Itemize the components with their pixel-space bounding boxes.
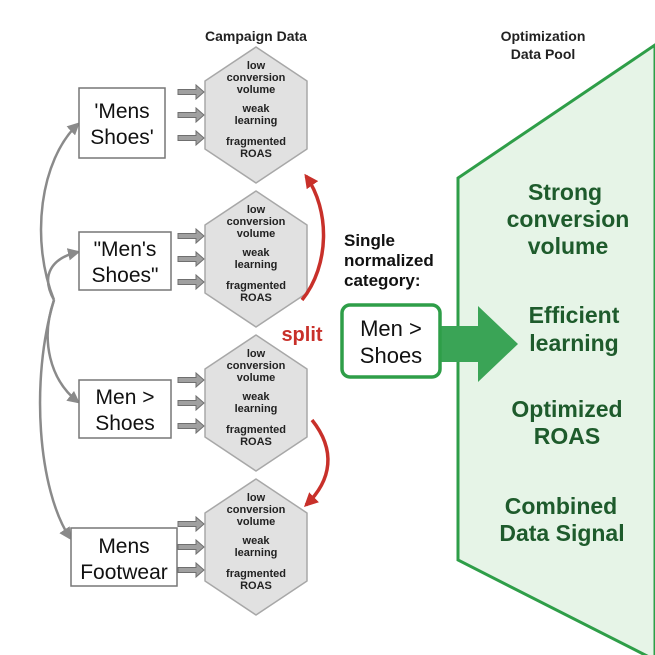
hexagon-label: volume xyxy=(237,372,276,384)
hexagon-shape xyxy=(204,46,308,184)
source-connectors xyxy=(38,122,81,541)
hexagon-label: weak xyxy=(242,103,271,115)
hexagon-label: conversion xyxy=(227,216,286,228)
connector-to-mens-footwear xyxy=(38,299,72,541)
hexagon-label: ROAS xyxy=(240,292,272,304)
hexagon-label: volume xyxy=(237,84,276,96)
hexagon-label: volume xyxy=(237,516,276,528)
source-label-line1: Mens xyxy=(98,535,149,558)
connector-to-mens-apostrophe-shoes xyxy=(46,248,81,301)
source-box-mens-apostrophe-shoes: "Men's Shoes" xyxy=(78,231,172,291)
small-arrow xyxy=(177,83,205,101)
hexagon-label: fragmented xyxy=(226,136,286,148)
hexagon-label: ROAS xyxy=(240,148,272,160)
normalized-caption-line3: category: xyxy=(344,271,421,290)
small-arrow xyxy=(177,129,205,147)
small-arrow xyxy=(177,273,205,291)
hexagon-shape xyxy=(204,334,308,472)
hexagon-shape xyxy=(204,190,308,328)
hexagon-label: fragmented xyxy=(226,424,286,436)
hexagon-label: learning xyxy=(235,403,278,415)
pool-item-strong-conversion: Strong conversion volume xyxy=(507,179,630,259)
hexagon-shape xyxy=(204,478,308,616)
normalized-category-box: Men > Shoes xyxy=(340,303,442,379)
hexagon-label: low xyxy=(247,60,266,72)
small-arrow xyxy=(177,394,205,412)
pool-item-line: Strong xyxy=(528,179,602,205)
source-label-line1: "Men's xyxy=(94,238,157,261)
hexagon-label: conversion xyxy=(227,360,286,372)
source-label-line2: Shoes" xyxy=(92,264,159,287)
hexagon-label: fragmented xyxy=(226,280,286,292)
normalized-caption-line2: normalized xyxy=(344,251,434,270)
split-arrow-down xyxy=(303,418,330,507)
hexagon-label: ROAS xyxy=(240,580,272,592)
source-to-hex-arrows xyxy=(177,83,205,579)
pool-item-line: Combined xyxy=(505,493,617,519)
small-arrow xyxy=(177,538,205,556)
split-label: split xyxy=(281,324,322,346)
source-label-line2: Shoes xyxy=(95,412,155,435)
small-arrow xyxy=(177,250,205,268)
pool-item-line: conversion xyxy=(507,206,630,232)
source-label-line1: Men > xyxy=(96,386,155,409)
hexagon-label: conversion xyxy=(227,72,286,84)
campaign-hexagons: lowconversionvolumeweaklearningfragmente… xyxy=(204,46,308,616)
normalized-caption-line1: Single xyxy=(344,231,395,250)
pool-item-optimized-roas: Optimized ROAS xyxy=(511,396,622,449)
hexagon-label: learning xyxy=(235,259,278,271)
source-box-mens-shoes: 'Mens Shoes' xyxy=(78,87,166,159)
small-arrow xyxy=(177,106,205,124)
connector-to-mens-shoes xyxy=(39,122,80,301)
pool-item-line: volume xyxy=(528,233,609,259)
hexagon-label: learning xyxy=(235,115,278,127)
optimization-pool-panel xyxy=(456,43,655,655)
hexagon-label: fragmented xyxy=(226,568,286,580)
small-arrow xyxy=(177,515,205,533)
small-arrow xyxy=(177,417,205,435)
pool-item-line: Optimized xyxy=(511,396,622,422)
small-arrow xyxy=(177,227,205,245)
connector-to-men-shoes xyxy=(46,299,80,404)
hexagon-label: low xyxy=(247,348,266,360)
merge-arrow xyxy=(430,306,518,382)
hexagon-label: low xyxy=(247,204,266,216)
source-label-line1: 'Mens xyxy=(94,100,149,123)
hexagon-label: weak xyxy=(242,247,271,259)
source-label-line2: Shoes' xyxy=(90,126,154,149)
hexagon-label: low xyxy=(247,492,266,504)
pool-header-line2: Data Pool xyxy=(511,46,576,62)
source-label-line2: Footwear xyxy=(80,561,168,584)
source-box-mens-footwear: Mens Footwear xyxy=(70,527,178,587)
small-arrow xyxy=(177,371,205,389)
normalized-box-line2: Shoes xyxy=(360,343,422,368)
small-arrow xyxy=(177,561,205,579)
hexagon-label: weak xyxy=(242,535,271,547)
pool-item-line: ROAS xyxy=(534,423,600,449)
hexagon-label: conversion xyxy=(227,504,286,516)
pool-item-line: Data Signal xyxy=(499,520,624,546)
hexagon-label: weak xyxy=(242,391,271,403)
pool-item-line: Efficient xyxy=(529,302,620,328)
hexagon-label: learning xyxy=(235,547,278,559)
normalized-box-line1: Men > xyxy=(360,316,422,341)
pool-item-line: learning xyxy=(529,330,618,356)
split-arrow-up xyxy=(300,173,326,302)
pool-item-combined-signal: Combined Data Signal xyxy=(499,493,624,546)
pool-header-line1: Optimization xyxy=(501,28,586,44)
hexagon-label: ROAS xyxy=(240,436,272,448)
hexagon-label: volume xyxy=(237,228,276,240)
source-box-men-shoes: Men > Shoes xyxy=(78,379,172,439)
campaign-data-header: Campaign Data xyxy=(205,28,307,44)
pool-item-efficient-learning: Efficient learning xyxy=(529,302,620,356)
